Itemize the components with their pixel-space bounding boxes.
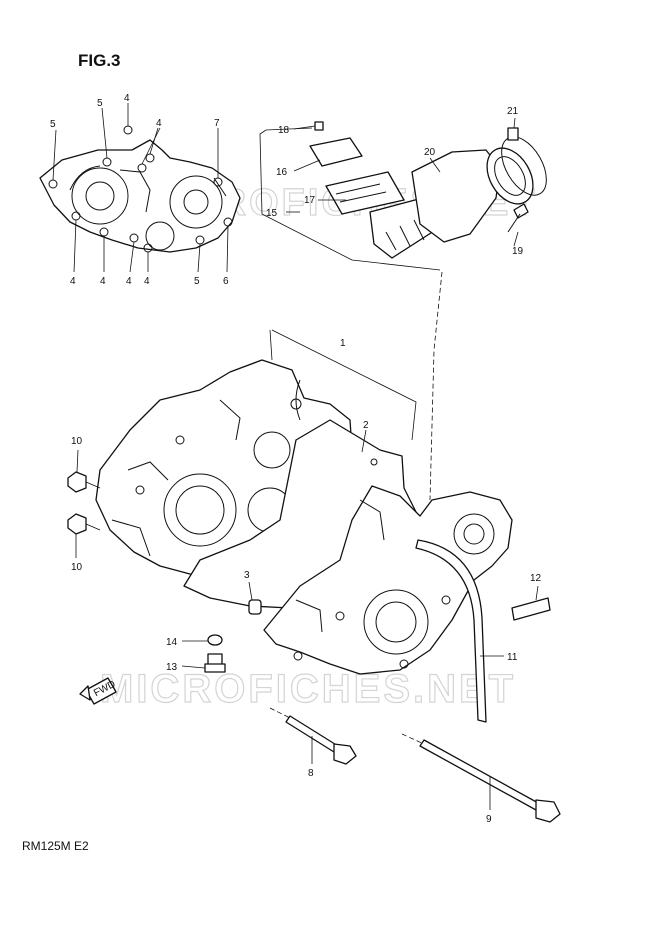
- callout-13: 13: [166, 662, 178, 673]
- callout-3: 3: [244, 570, 250, 581]
- callout-18: 18: [278, 125, 290, 136]
- fwd-arrow-icon: FWD: [79, 677, 117, 705]
- reed-stopper-17: [325, 171, 405, 215]
- crankcase-bottom-view: [39, 103, 241, 273]
- callout-5b: 5: [97, 98, 103, 109]
- callout-4f: 4: [144, 276, 150, 287]
- clip-12: [511, 597, 551, 621]
- bracket-1: [269, 329, 417, 441]
- callout-4d: 4: [100, 276, 106, 287]
- callout-14: 14: [166, 637, 178, 648]
- crankcase-assembly: [67, 329, 561, 823]
- callout-10-upper: 10: [71, 436, 83, 447]
- intake-pipe-20: [411, 149, 501, 243]
- callout-17: 17: [304, 195, 316, 206]
- callout-9: 9: [486, 814, 492, 825]
- callout-12: 12: [530, 573, 542, 584]
- dowel-3: [248, 599, 262, 615]
- model-code: RM125M E2: [22, 839, 89, 853]
- reed-petal-16: [309, 137, 363, 167]
- callout-10-lower: 10: [71, 562, 83, 573]
- bolt-9: [401, 733, 561, 823]
- nut-10-lower: [67, 513, 87, 535]
- callout-4a: 4: [124, 93, 130, 104]
- watermark-bottom: MICROFICHES.NET: [100, 667, 516, 711]
- callout-1: 1: [340, 338, 346, 349]
- nut-10-upper: [67, 471, 87, 493]
- callout-16: 16: [276, 167, 288, 178]
- callout-5c: 5: [194, 276, 200, 287]
- callout-2: 2: [363, 420, 369, 431]
- washer-14: [207, 634, 223, 646]
- figure-title: FIG.3: [78, 51, 121, 70]
- crankcase-right: [263, 485, 513, 675]
- dashed-alignment-line: [429, 271, 443, 501]
- callout-19: 19: [512, 246, 524, 257]
- callout-4b: 4: [156, 118, 162, 129]
- callout-labels: 5 5 4 4 7 4 4 4 4 5 6 18 16 17 15 20 21 …: [50, 93, 542, 825]
- callout-15: 15: [266, 208, 278, 219]
- callout-5a: 5: [50, 119, 56, 130]
- callout-6: 6: [223, 276, 229, 287]
- callout-21: 21: [507, 106, 519, 117]
- bolt-8: [269, 707, 357, 765]
- bracket-15: [259, 129, 441, 271]
- hose-11: [415, 539, 487, 723]
- callout-11: 11: [507, 652, 518, 663]
- intake-assembly: [259, 117, 547, 501]
- callout-7: 7: [214, 118, 220, 129]
- callout-4e: 4: [126, 276, 132, 287]
- callout-8: 8: [308, 768, 314, 779]
- leader-lines-top-left: [52, 103, 229, 273]
- callout-4c: 4: [70, 276, 76, 287]
- callout-20: 20: [424, 147, 436, 158]
